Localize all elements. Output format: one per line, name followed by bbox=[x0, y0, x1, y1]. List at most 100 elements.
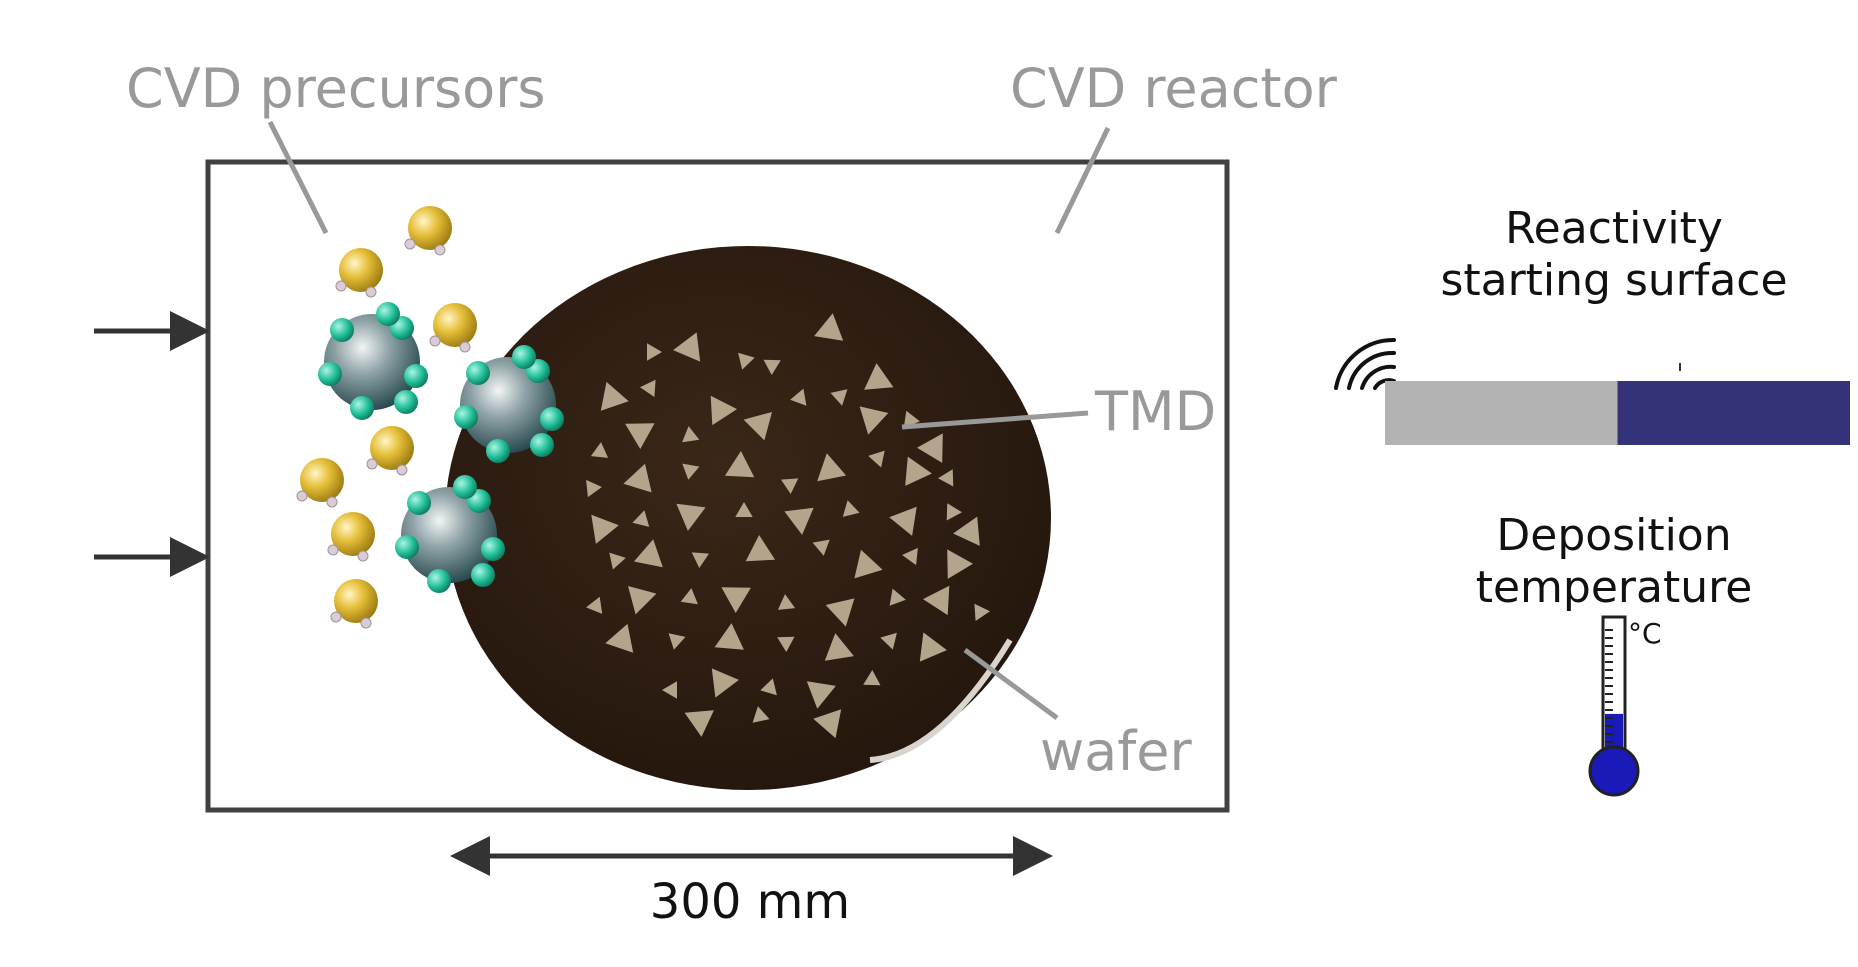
tmd-flake bbox=[721, 587, 751, 613]
precursors-label: CVD precursors bbox=[126, 57, 546, 120]
tmd-flake bbox=[814, 313, 844, 341]
tmd-flake bbox=[591, 514, 619, 544]
tmd-flake bbox=[735, 502, 753, 517]
tmd-flake bbox=[590, 442, 609, 458]
tmd-flake bbox=[600, 381, 629, 411]
tmd-flake bbox=[662, 681, 677, 699]
tmd-flake bbox=[745, 535, 776, 562]
tmd-flake bbox=[647, 343, 662, 361]
tmd-flake bbox=[859, 406, 889, 435]
tmd-flake bbox=[825, 598, 855, 627]
tmd-flake bbox=[714, 623, 744, 650]
small-precursor-icon bbox=[330, 579, 378, 629]
reactor-leader-line bbox=[1054, 126, 1111, 235]
tmd-flake bbox=[625, 423, 655, 449]
tmd-flake bbox=[777, 594, 796, 610]
tmd-flake bbox=[724, 451, 755, 478]
small-precursor-icon bbox=[404, 206, 452, 256]
tmd-flake bbox=[640, 379, 656, 397]
tmd-flake bbox=[586, 479, 602, 498]
tmd-flake bbox=[830, 389, 848, 406]
reactivity-bar-low bbox=[1385, 381, 1618, 445]
tmd-leader-line bbox=[901, 410, 1089, 430]
tmd-flake bbox=[864, 363, 894, 390]
wafer-leader-line bbox=[963, 647, 1059, 721]
tmd-flakes bbox=[586, 313, 990, 739]
tmd-flake bbox=[684, 710, 714, 737]
tmd-flake bbox=[760, 678, 777, 696]
tmd-flake bbox=[917, 433, 943, 463]
tmd-flake bbox=[813, 709, 842, 739]
tmd-flake bbox=[676, 503, 706, 531]
deposition-title-line1: Deposition bbox=[1496, 510, 1731, 561]
thermometer-icon bbox=[1588, 615, 1640, 797]
small-precursor-icon bbox=[429, 303, 477, 353]
tmd-flake bbox=[668, 633, 686, 650]
tmd-flake bbox=[919, 632, 947, 662]
tmd-flake bbox=[946, 503, 962, 521]
wafer-label: wafer bbox=[1040, 720, 1192, 783]
reactivity-title-line2: starting surface bbox=[1440, 255, 1787, 306]
reactivity-title-line1: Reactivity bbox=[1505, 203, 1723, 254]
celsius-label: °C bbox=[1628, 617, 1662, 650]
precursor-molecule-icon bbox=[318, 302, 428, 420]
tmd-flake bbox=[806, 681, 836, 709]
tmd-flake bbox=[682, 463, 700, 480]
tmd-flake bbox=[938, 469, 954, 487]
wafer-edge-highlight bbox=[869, 638, 1013, 763]
tmd-flake bbox=[903, 410, 920, 428]
tmd-flake bbox=[763, 359, 781, 375]
small-precursor-icon bbox=[296, 458, 344, 508]
tmd-flake bbox=[752, 706, 770, 723]
tmd-flake bbox=[628, 586, 657, 615]
tmd-flake bbox=[691, 552, 709, 568]
tmd-flake bbox=[623, 463, 652, 493]
tmd-flake bbox=[777, 636, 795, 652]
reactor-label: CVD reactor bbox=[1010, 57, 1338, 120]
precursors-leader-line bbox=[267, 120, 329, 235]
tmd-label: TMD bbox=[1094, 380, 1216, 443]
reactor-frame bbox=[205, 159, 1230, 813]
tmd-flake bbox=[953, 516, 980, 546]
tmd-flake bbox=[711, 668, 739, 698]
precursor-molecule-icon bbox=[454, 345, 564, 463]
tmd-flake bbox=[854, 549, 883, 579]
tmd-flake bbox=[673, 332, 701, 362]
tmd-flake bbox=[889, 506, 917, 536]
tmd-flake bbox=[868, 450, 885, 468]
precursor-molecules bbox=[296, 206, 564, 629]
tmd-flake bbox=[824, 633, 854, 661]
tmd-flake bbox=[947, 549, 973, 579]
tmd-flake bbox=[923, 585, 950, 616]
tmd-flake bbox=[605, 623, 634, 653]
tmd-flake bbox=[905, 456, 932, 486]
tmd-flake bbox=[586, 596, 603, 614]
tmd-flake bbox=[682, 426, 700, 443]
tmd-flake bbox=[632, 510, 650, 527]
tmd-flake bbox=[880, 632, 897, 650]
tmd-flake bbox=[790, 388, 807, 406]
dimension-label: 300 mm bbox=[650, 874, 850, 930]
small-precursor-icon bbox=[366, 426, 414, 476]
precursor-molecule-icon bbox=[395, 475, 505, 593]
wafer-disc bbox=[445, 246, 1051, 790]
deposition-title-line2: temperature bbox=[1476, 562, 1753, 613]
tmd-flake bbox=[974, 603, 990, 621]
tmd-flake bbox=[863, 670, 881, 686]
tmd-flake bbox=[710, 395, 737, 426]
small-precursor-icon bbox=[335, 248, 383, 298]
reactivity-bar-high bbox=[1617, 381, 1850, 445]
tmd-flake bbox=[784, 507, 814, 535]
signal-waves-icon bbox=[1334, 337, 1396, 390]
tmd-flake bbox=[609, 552, 626, 570]
small-precursor-icon bbox=[327, 512, 375, 562]
tmd-flake bbox=[738, 352, 755, 370]
tmd-flake bbox=[781, 478, 799, 494]
tmd-flake bbox=[633, 539, 663, 568]
tmd-flake bbox=[842, 500, 860, 517]
tmd-flake bbox=[817, 453, 847, 482]
tmd-flake bbox=[902, 547, 918, 566]
tmd-flake bbox=[680, 588, 698, 605]
